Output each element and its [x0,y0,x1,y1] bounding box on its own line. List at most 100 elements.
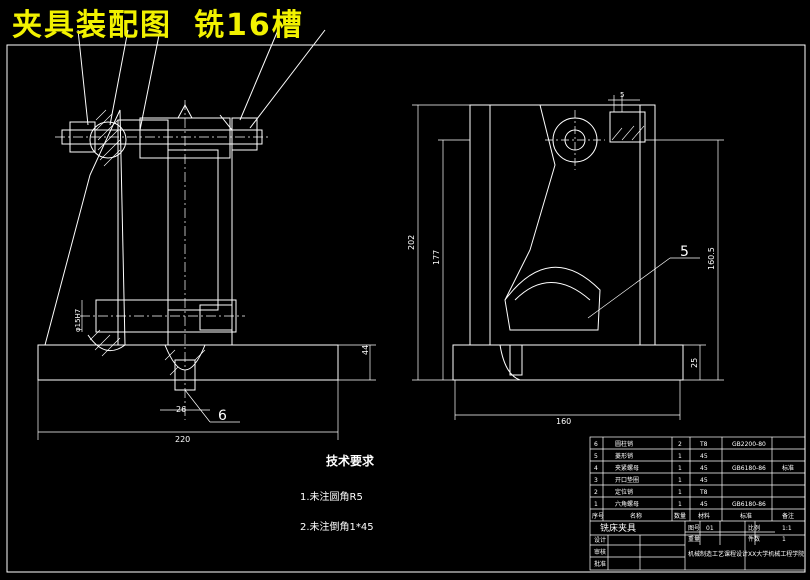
side-pin [552,117,598,163]
leader-5 [249,29,326,129]
leader-3 [139,29,161,131]
fig-value: 01 [706,525,714,532]
scale-label: 比例 [748,524,760,532]
svg-text:夹紧螺母: 夹紧螺母 [615,464,639,472]
qty-label: 件数 [748,535,760,543]
callout5-leader [587,257,671,319]
parts-row-5: 5 菱形销 1 45 [594,452,708,460]
svg-text:1: 1 [678,501,682,508]
svg-text:45: 45 [700,501,708,508]
svg-text:GB6180-86: GB6180-86 [732,501,766,508]
svg-text:GB6180-86: GB6180-86 [732,465,766,472]
dim-202: 202 [407,235,416,250]
side-view [412,95,724,420]
side-clamp [609,111,646,143]
title-sub: 铣16槽 [194,8,304,43]
hatch-bottom [164,349,206,376]
svg-text:T8: T8 [699,489,708,496]
side-slot-inner [514,282,591,301]
parts-header: 序号 名称 数量 材料 标准 备注 [592,512,794,520]
tech-item-1: 1.未注圆角R5 [300,492,363,503]
callout-6: 6 [218,408,227,424]
fig-label: 图号 [688,525,700,532]
parts-row-1: 1 六角螺母 1 45 GB6180-86 [594,500,766,508]
hatch-lower [89,329,121,357]
upright-middle [167,149,219,311]
svg-text:1: 1 [678,465,682,472]
support-body [44,109,126,346]
dim-phi15: φ15H7 [74,309,82,332]
hatch-top [95,109,121,167]
svg-text:圆柱销: 圆柱销 [615,440,633,448]
base-outline [37,344,339,381]
leader-1 [77,29,89,126]
svg-text:1: 1 [678,453,682,460]
svg-text:菱形销: 菱形销 [615,452,633,460]
title-main: 夹具装配图 [12,8,172,43]
dim-1605: 160.5 [707,247,716,270]
svg-text:3: 3 [594,477,598,484]
callout-5: 5 [680,244,689,260]
upright-left [117,119,169,346]
parts-list: 6 圆柱销 2 T8 GB2200-80 5 菱形销 1 45 4 夹紧螺母 1… [592,440,794,520]
clamp-boss [89,121,127,159]
svg-text:45: 45 [700,465,708,472]
approve-label: 批准 [594,560,606,568]
svg-text:GB2200-80: GB2200-80 [732,441,766,448]
parts-row-6: 6 圆柱销 2 T8 GB2200-80 [594,440,766,448]
svg-text:材料: 材料 [698,512,710,520]
svg-text:2: 2 [678,441,682,448]
front-view [37,29,376,440]
side-hatch [611,125,645,141]
svg-text:1: 1 [678,489,682,496]
parts-row-2: 2 定位销 1 T8 [594,488,708,496]
side-base [452,344,684,381]
dim-25: 25 [690,358,699,368]
lower-pin-head [199,304,233,331]
school-label: 机械制造工艺课程设计 [688,550,748,558]
sheet-border [6,44,806,573]
lower-pin-arc [87,334,126,352]
leader-4 [239,29,279,121]
qty-value: 1 [782,536,786,543]
side-diag [504,104,556,301]
side-slot [504,266,601,331]
dim-5: 5 [620,91,624,99]
dim-220: 220 [175,435,190,444]
svg-text:标准: 标准 [782,464,794,472]
leader-2 [109,29,129,126]
svg-text:备注: 备注 [782,512,794,520]
parts-row-4: 4 夹紧螺母 1 45 GB6180-86 标准 [594,464,794,472]
svg-text:名称: 名称 [630,512,642,520]
tech-heading: 技术要求 [326,454,375,468]
dim-26: 26 [176,405,186,414]
unit-label: XX大学机械工程学院 [748,550,804,558]
svg-text:定位销: 定位销 [615,488,633,496]
svg-text:开口垫圈: 开口垫圈 [615,476,639,484]
svg-text:六角螺母: 六角螺母 [615,500,639,508]
dim-44: 44 [361,345,370,355]
check-label: 审核 [594,548,606,556]
svg-text:标准: 标准 [740,512,752,520]
side-lug [499,344,521,381]
lower-pin [95,299,237,333]
callout6-leader [184,389,211,423]
svg-text:6: 6 [594,441,598,448]
svg-text:5: 5 [594,453,598,460]
svg-text:45: 45 [700,453,708,460]
side-body [469,104,656,346]
tech-item-2: 2.未注倒角1*45 [300,522,374,533]
weight-label: 重量 [688,535,700,543]
dim-160: 160 [556,417,571,426]
drawing-name: 铣床夹具 [600,522,636,534]
svg-text:45: 45 [700,477,708,484]
svg-text:1: 1 [678,477,682,484]
drawing-title: 夹具装配图铣16槽 [12,6,304,46]
side-lug-rect [509,344,523,376]
svg-text:T8: T8 [699,441,708,448]
svg-text:序号: 序号 [592,512,604,520]
title-block [589,436,806,571]
clamp-nut-right [231,117,258,151]
design-label: 设计 [594,536,606,544]
